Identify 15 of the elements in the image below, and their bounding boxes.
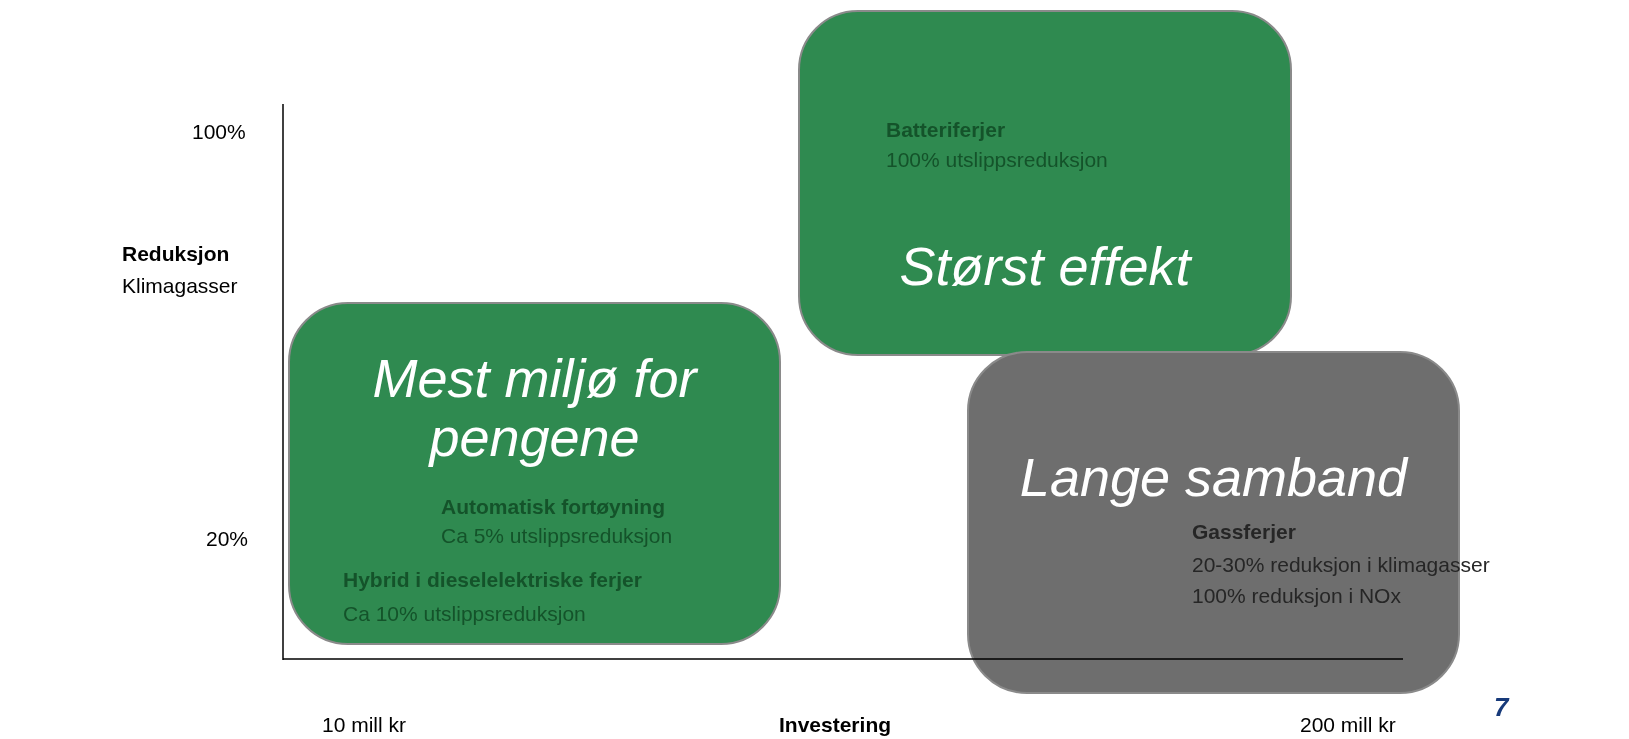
box-heading: Lange samband: [1018, 448, 1410, 508]
box-heading: Mest miljø for pengene: [371, 349, 699, 468]
rounded-box: [798, 10, 1292, 356]
box-heading: Størst effekt: [898, 237, 1194, 297]
rounded-box: [288, 302, 781, 645]
axis-tick-label: 200 mill kr: [1300, 713, 1396, 737]
axis-tick-label: 100%: [192, 120, 246, 144]
item-title: Gassferjer: [1192, 520, 1296, 544]
axis-tick-label: 10 mill kr: [322, 713, 406, 737]
axis-title: Investering: [779, 713, 892, 737]
item-description: 100% reduksjon i NOx: [1192, 584, 1401, 608]
axis-tick-label: 20%: [206, 527, 249, 551]
axis-title: Reduksjon: [122, 242, 230, 266]
page-number: 7: [1494, 692, 1509, 723]
axis-subtitle: Klimagasser: [122, 274, 238, 298]
